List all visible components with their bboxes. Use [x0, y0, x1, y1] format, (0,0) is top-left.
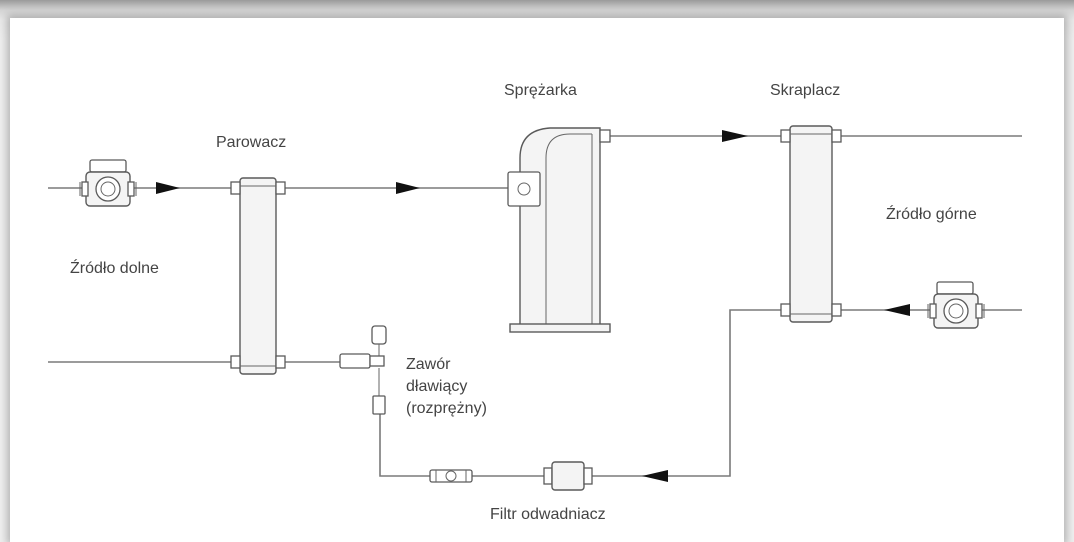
heat-pump-schematic	[48, 125, 1022, 491]
expansion-valve-icon	[339, 325, 387, 415]
label-upper-source: Źródło górne	[886, 206, 977, 223]
label-condenser: Skraplacz	[770, 82, 841, 99]
label-filter-drier: Filtr odwadniacz	[490, 506, 606, 523]
label-valve-line3: (rozprężny)	[406, 400, 487, 417]
arrow-icon	[642, 470, 668, 482]
sight-glass-icon	[429, 469, 473, 483]
filter-drier-icon	[543, 461, 593, 491]
label-valve-line1: Zawór	[406, 356, 451, 373]
condenser-icon	[780, 125, 842, 323]
label-compressor: Sprężarka	[504, 82, 577, 99]
compressor-icon	[507, 127, 611, 333]
label-valve-line2: dławiący	[406, 378, 468, 395]
pipe-sightglass-to-valve	[379, 413, 430, 477]
arrow-icon	[396, 182, 420, 194]
arrow-icon	[722, 130, 748, 142]
arrow-icon	[884, 304, 910, 316]
flow-arrows	[156, 130, 910, 482]
arrow-icon	[156, 182, 180, 194]
pump-upper-icon	[927, 281, 985, 329]
evaporator-icon	[230, 177, 286, 375]
label-evaporator: Parowacz	[216, 134, 287, 151]
pump-lower-icon	[79, 159, 137, 207]
diagram-canvas: Parowacz Sprężarka Skraplacz Źródło doln…	[10, 18, 1064, 542]
label-lower-source: Źródło dolne	[70, 260, 159, 277]
pipe-condenser-to-filter	[590, 309, 786, 477]
